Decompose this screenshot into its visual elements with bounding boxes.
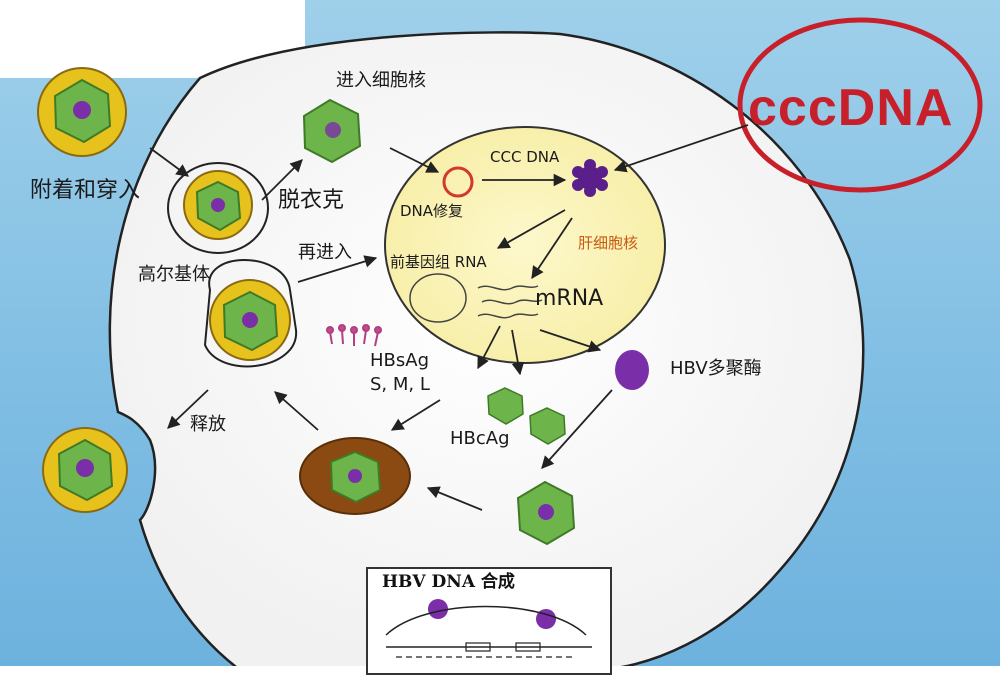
cccdna-callout-oval — [737, 17, 983, 193]
label-ccc-dna: CCC DNA — [490, 148, 560, 166]
arrow-to-hbsag — [477, 325, 501, 370]
hbsag-particles — [326, 324, 382, 347]
label-hepatocyte-nucleus: 肝细胞核 — [578, 234, 639, 252]
label-reenter: 再进入 — [298, 242, 352, 263]
hbcag-capsid-2 — [529, 407, 566, 445]
arrow-callout — [613, 124, 749, 173]
arrow-to-hbcag — [511, 329, 525, 376]
virion-released — [42, 427, 128, 513]
label-release: 释放 — [190, 414, 226, 435]
mrna-strands — [477, 285, 543, 319]
arrow-attach — [149, 147, 190, 177]
arrow-to-golgi — [274, 391, 319, 431]
pathway-arrows — [149, 124, 749, 511]
label-attach: 附着和穿入 — [30, 178, 141, 203]
virion-maturing — [299, 437, 411, 515]
capsid-assembled — [516, 480, 576, 546]
label-uncoat: 脱衣克 — [278, 188, 345, 213]
hbv-polymerase-blob — [615, 350, 649, 390]
arrow-hbsag-to-virion — [390, 399, 441, 431]
arrow-reenter — [297, 255, 378, 283]
arrow-to-mrna — [531, 217, 573, 280]
hbcag-capsid-1 — [487, 387, 524, 425]
cccdna-minichromosome — [572, 159, 608, 197]
label-golgi: 高尔基体 — [138, 264, 210, 285]
relaxed-dna-circle — [442, 166, 474, 198]
arrow-release — [167, 389, 209, 429]
arrow-to-polymerase — [539, 329, 602, 353]
hbv-dna-synthesis-title: HBV DNA 合成 — [382, 572, 515, 592]
hbv-dna-synthesis-schematic — [385, 599, 592, 658]
label-hbcag: HBcAg — [450, 428, 510, 449]
label-sml: S, M, L — [370, 374, 430, 395]
label-hbsag: HBsAg — [370, 350, 430, 371]
label-pregenomic-rna: 前基因组 RNA — [390, 253, 487, 271]
virion-golgi — [203, 259, 298, 368]
label-mrna: mRNA — [535, 286, 604, 311]
arrow-to-pgrna — [496, 209, 566, 249]
capsid-uncoated — [302, 98, 362, 164]
arrow-enter-nucleus — [389, 147, 440, 173]
label-dna-repair: DNA修复 — [400, 202, 464, 220]
arrow-polymerase-to-capsid — [541, 389, 613, 469]
virion-attaching — [167, 162, 269, 254]
label-hbv-polymerase: HBV多聚酶 — [670, 358, 762, 379]
pregenomic-rna-loop — [409, 273, 467, 323]
arrow-capsid-to-virion — [426, 486, 483, 511]
cccdna-callout-text: cccDNA — [748, 79, 954, 137]
arrow-uncoat — [261, 159, 303, 201]
label-enter-nucleus: 进入细胞核 — [336, 70, 426, 91]
virion-outside-top — [37, 67, 127, 157]
